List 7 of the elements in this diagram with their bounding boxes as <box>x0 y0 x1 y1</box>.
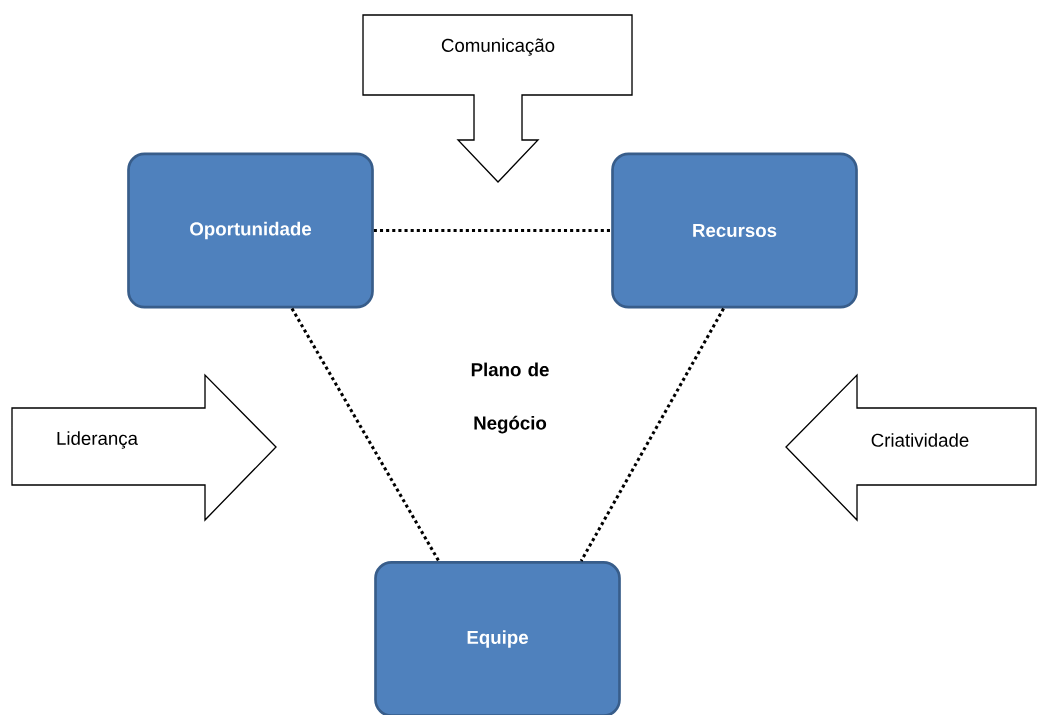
rounded-box: Oportunidade <box>127 152 374 309</box>
center-label: Plano de Negócio <box>471 362 549 434</box>
rounded-box: Equipe <box>374 561 621 715</box>
dotted-line <box>373 228 612 233</box>
dotted-line <box>579 307 725 562</box>
rounded-box: Recursos <box>611 152 858 309</box>
dotted-line <box>290 307 441 562</box>
